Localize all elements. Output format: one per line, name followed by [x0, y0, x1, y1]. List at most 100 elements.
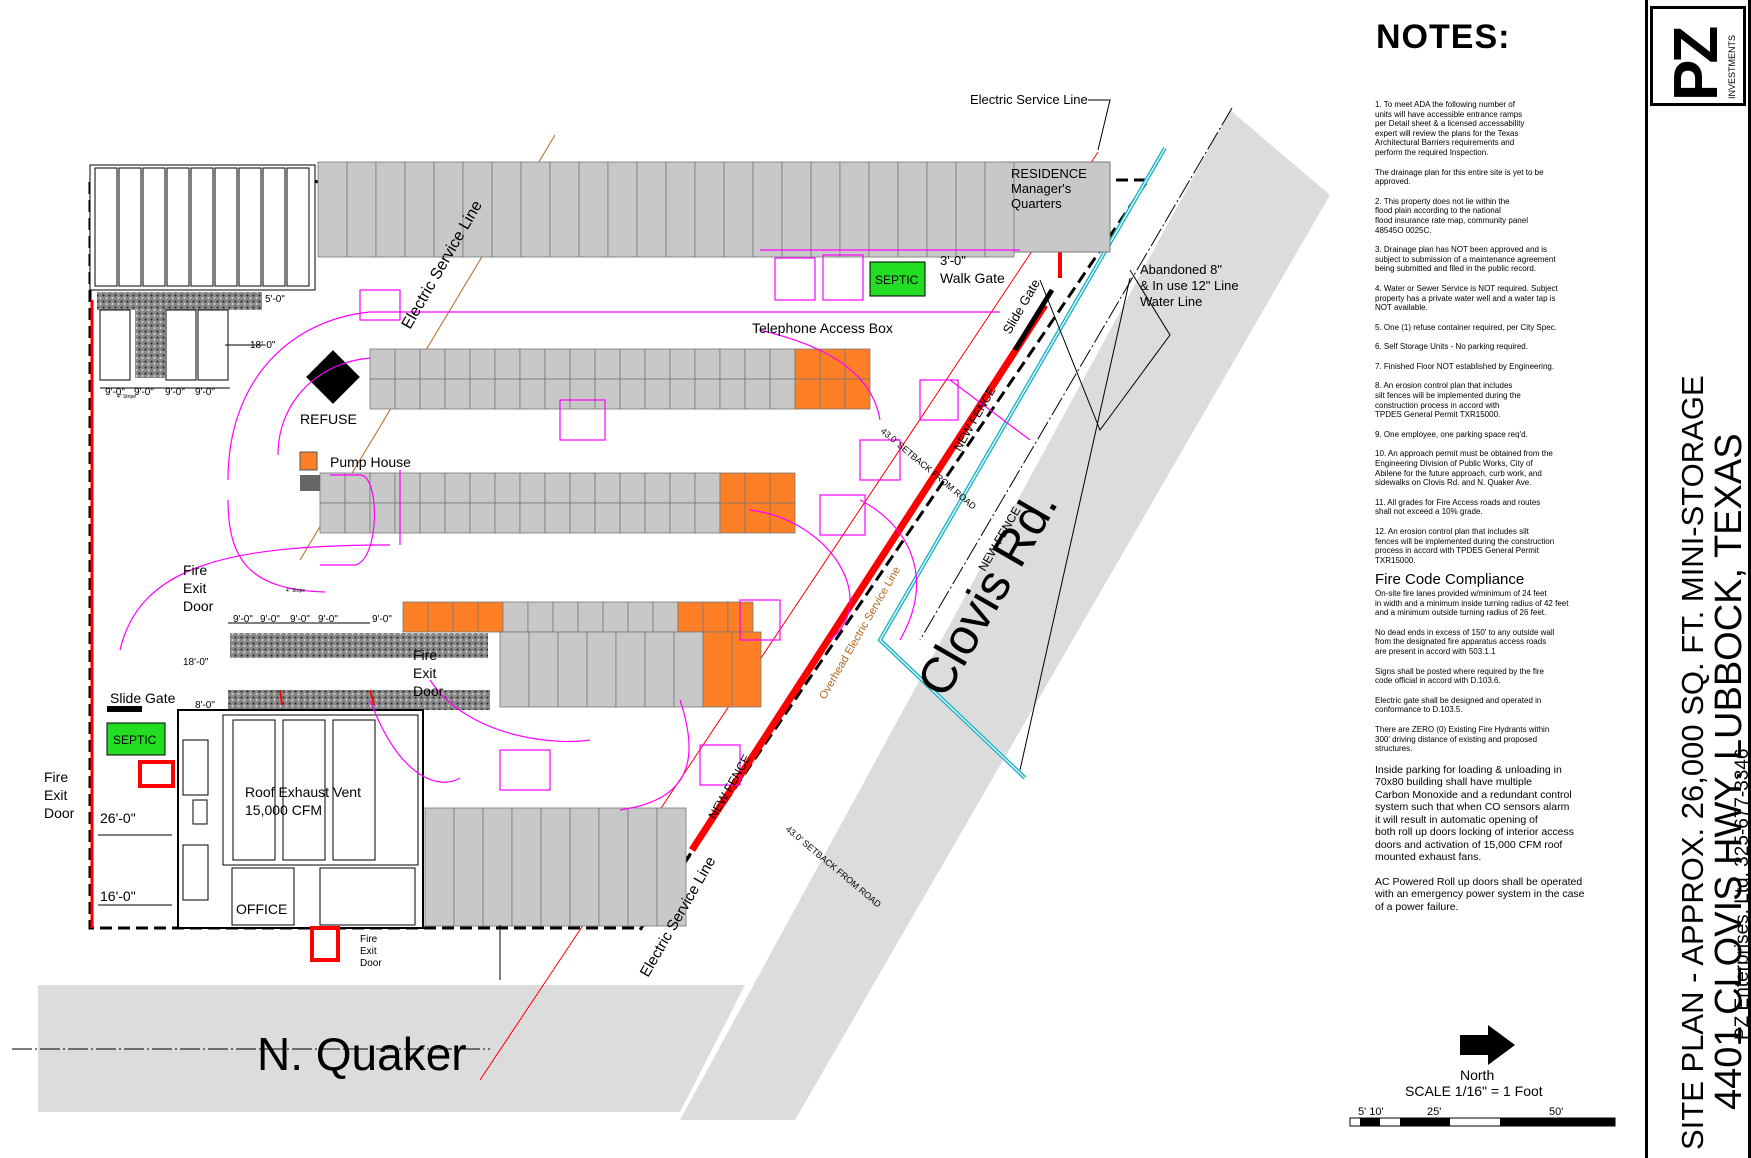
fire-code-item: Signs shall be posted where required by …: [1375, 666, 1544, 686]
storage-unit: [644, 631, 675, 708]
dim-9ft-5: 9'-0": [233, 614, 253, 625]
slide-gate-label-west: Slide Gate: [110, 690, 176, 706]
storage-unit: [118, 167, 142, 287]
storage-unit: [569, 807, 600, 927]
residence-building: [1004, 161, 1111, 253]
dim-26ft: 26'-0": [100, 810, 136, 826]
storage-unit: [552, 601, 579, 633]
storage-unit: [344, 502, 371, 534]
storage-unit: [769, 348, 796, 380]
storage-unit: [677, 601, 704, 633]
storage-unit: [665, 161, 696, 258]
parking-top-left: [99, 309, 229, 381]
note-item: 6. Self Storage Units - No parking requi…: [1375, 342, 1528, 352]
storage-unit: [444, 502, 471, 534]
storage-unit: [656, 807, 687, 927]
septic-tank-north: [869, 261, 926, 297]
slide-gate-bar: [1012, 288, 1055, 352]
storage-unit: [644, 472, 671, 504]
storage-unit: [694, 161, 725, 258]
storage-unit: [607, 161, 638, 258]
storage-unit: [619, 348, 646, 380]
storage-unit: [519, 472, 546, 504]
storage-unit: [636, 161, 667, 258]
storage-unit: [839, 161, 870, 258]
storage-unit: [669, 472, 696, 504]
storage-unit: [549, 161, 580, 258]
office-interior: [182, 714, 419, 926]
storage-unit: [719, 502, 746, 534]
storage-unit: [394, 472, 421, 504]
storage-unit: [427, 601, 454, 633]
septic-north-label: SEPTIC: [875, 273, 919, 287]
storage-unit: [375, 161, 406, 258]
storage-unit: [844, 348, 871, 380]
storage-unit: [769, 378, 796, 410]
storage-unit: [868, 161, 899, 258]
electric-service-label-top: Electric Service Line: [970, 92, 1088, 107]
storage-unit: [319, 502, 346, 534]
storage-unit: [469, 348, 496, 380]
storage-unit: [984, 161, 1015, 258]
north-arrow-icon: [1460, 1025, 1515, 1065]
storage-unit: [598, 807, 629, 927]
residence-label-1: RESIDENCE: [1011, 166, 1087, 181]
gravel-strip-top: [97, 292, 262, 310]
stripe-note-2: 4" Stripe: [286, 588, 305, 594]
storage-unit: [627, 601, 654, 633]
scale-tick-3: 50': [1549, 1106, 1563, 1118]
storage-unit: [166, 167, 190, 287]
storage-unit: [752, 161, 783, 258]
storage-unit: [469, 378, 496, 410]
sheet-title: SITE PLAN - APPROX. 26,000 SQ. FT. MINI-…: [1675, 375, 1710, 1150]
storage-unit: [731, 631, 762, 708]
fire-exit-nw-2: Exit: [183, 580, 206, 596]
west-storage-units: [94, 167, 310, 287]
dim-9ft-4: 9'-0": [195, 387, 215, 398]
storage-unit: [544, 502, 571, 534]
storage-unit: [569, 348, 596, 380]
storage-unit: [494, 502, 521, 534]
storage-unit: [619, 502, 646, 534]
storage-unit: [477, 601, 504, 633]
storage-unit: [444, 378, 471, 410]
storage-unit: [452, 601, 479, 633]
dim-9ft-2: 9'-0": [134, 387, 154, 398]
storage-unit: [214, 167, 238, 287]
storage-unit: [511, 807, 542, 927]
note-item: 10. An approach permit must be obtained …: [1375, 449, 1553, 488]
note-item: 7. Finished Floor NOT established by Eng…: [1375, 361, 1555, 371]
dim-9ft-9: 9'-0": [372, 614, 392, 625]
storage-unit: [394, 348, 421, 380]
storage-unit: [519, 378, 546, 410]
dim-16ft: 16'-0": [100, 888, 136, 904]
note-item: 9. One employee, one parking space req'd…: [1375, 429, 1528, 439]
dim-9ft-7: 9'-0": [290, 614, 310, 625]
storage-unit: [482, 807, 513, 927]
storage-unit: [744, 348, 771, 380]
storage-unit: [794, 348, 821, 380]
septic-south-label: SEPTIC: [113, 733, 157, 747]
storage-unit: [433, 161, 464, 258]
note-item: 5. One (1) refuse container required, pe…: [1375, 322, 1557, 332]
water-line-inner: [879, 147, 1166, 779]
note-item: The drainage plan for this entire site i…: [1375, 167, 1544, 187]
storage-rows: [319, 348, 871, 927]
fire-code-item: Electric gate shall be designed and oper…: [1375, 695, 1542, 715]
gravel-strip-bottom: [228, 690, 490, 710]
storage-unit: [502, 601, 529, 633]
gravel-strip-mid: [230, 633, 488, 658]
storage-unit: [819, 378, 846, 410]
dim-18ft-mid: 18'-0": [183, 657, 209, 668]
storage-unit: [557, 631, 588, 708]
quaker-road-name: N. Quaker: [257, 1028, 467, 1080]
storage-unit: [744, 502, 771, 534]
storage-unit: [926, 161, 957, 258]
storage-unit: [238, 167, 262, 287]
storage-unit: [419, 348, 446, 380]
gravel-strip-parking: [135, 308, 165, 378]
storage-unit: [669, 502, 696, 534]
new-fence-line: [689, 303, 1048, 852]
storage-unit: [819, 348, 846, 380]
note-item: 11. All grades for Fire Access roads and…: [1375, 497, 1541, 517]
